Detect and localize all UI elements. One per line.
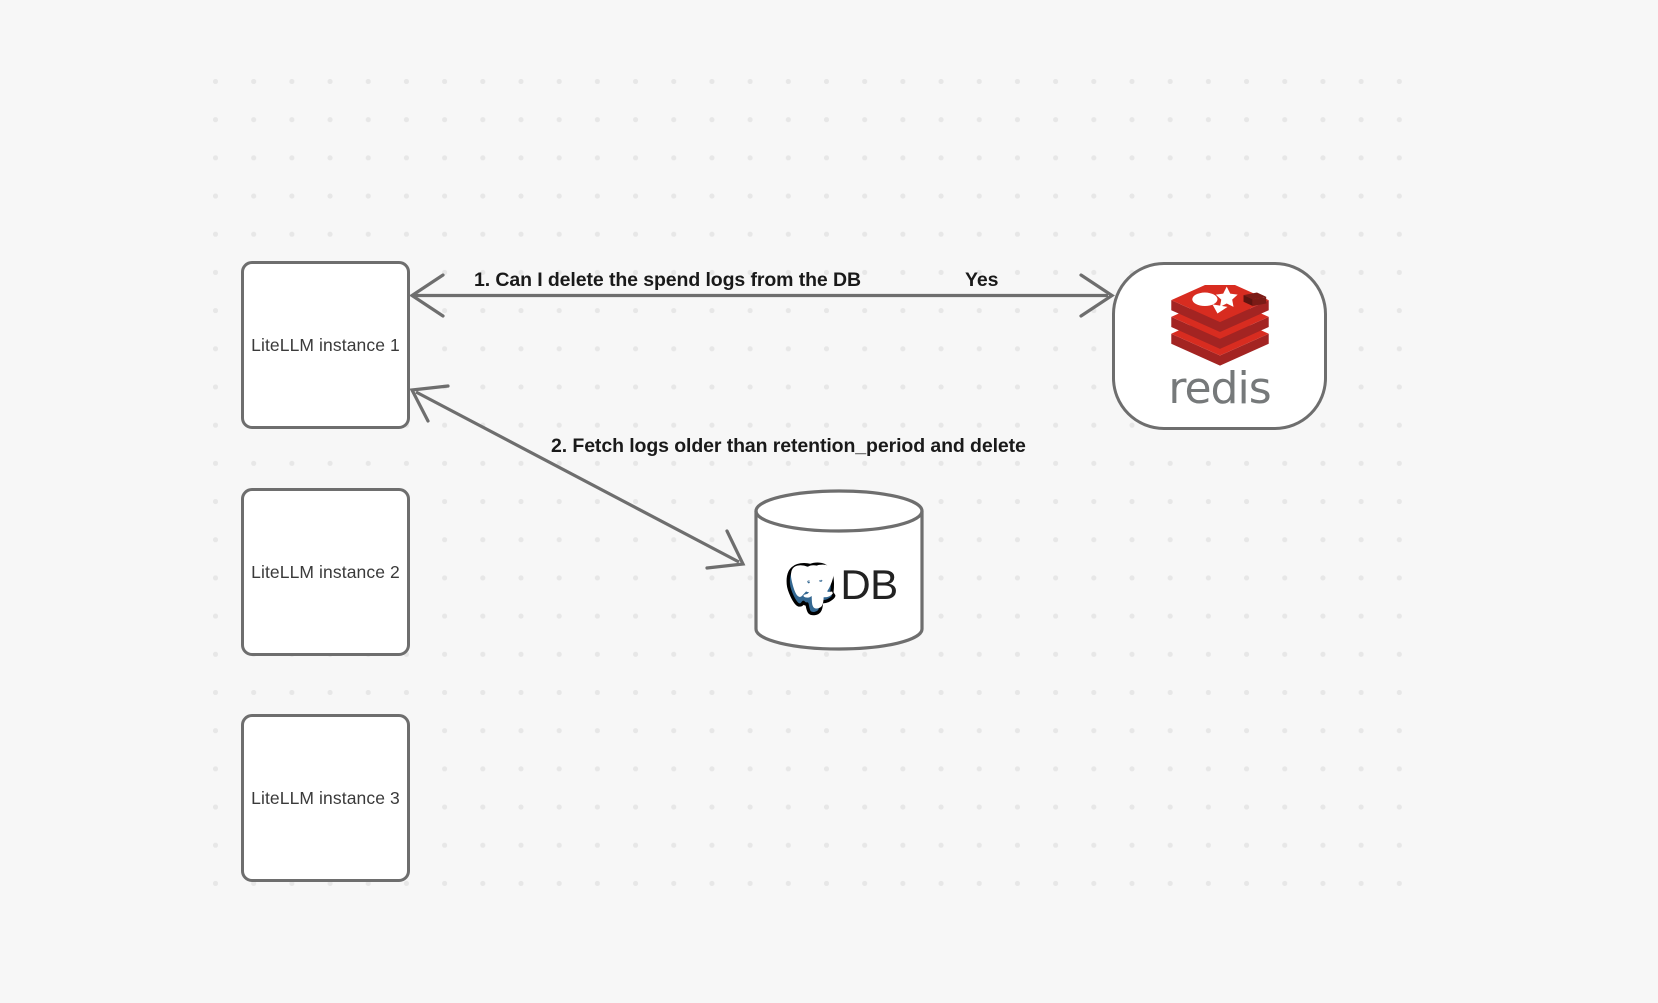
node-litellm-instance-2[interactable]: LiteLLM instance 2: [241, 488, 410, 656]
redis-wordmark: redis: [1168, 363, 1271, 414]
edge-litellm1-db-arrowhead-right: [705, 529, 746, 570]
edge-litellm1-redis-arrowhead-left: [409, 273, 445, 318]
node-litellm-instance-2-label: LiteLLM instance 2: [251, 561, 400, 582]
database-node-label: DB: [840, 561, 898, 608]
database-node-content: DB: [753, 489, 925, 651]
node-litellm-instance-3[interactable]: LiteLLM instance 3: [241, 714, 410, 882]
node-database-cylinder[interactable]: DB: [753, 489, 925, 651]
edge-litellm1-db: [409, 384, 746, 570]
node-litellm-instance-1-label: LiteLLM instance 1: [251, 334, 400, 355]
edge-litellm1-db-line: [415, 390, 740, 564]
edge-label-step-2: 2. Fetch logs older than retention_perio…: [551, 435, 1026, 457]
edge-litellm1-redis-arrowhead-right: [1079, 273, 1115, 318]
edge-label-step-1: 1. Can I delete the spend logs from the …: [474, 269, 861, 291]
edge-label-step-1-answer: Yes: [965, 269, 999, 291]
node-redis[interactable]: redis: [1112, 262, 1327, 430]
redis-logo-icon: [1164, 278, 1276, 369]
postgresql-elephant-icon: [786, 562, 836, 616]
node-litellm-instance-3-label: LiteLLM instance 3: [251, 787, 400, 808]
node-litellm-instance-1[interactable]: LiteLLM instance 1: [241, 261, 410, 429]
edge-litellm1-db-arrowhead-left: [409, 384, 450, 423]
cylinder-shape-icon: [754, 489, 924, 651]
